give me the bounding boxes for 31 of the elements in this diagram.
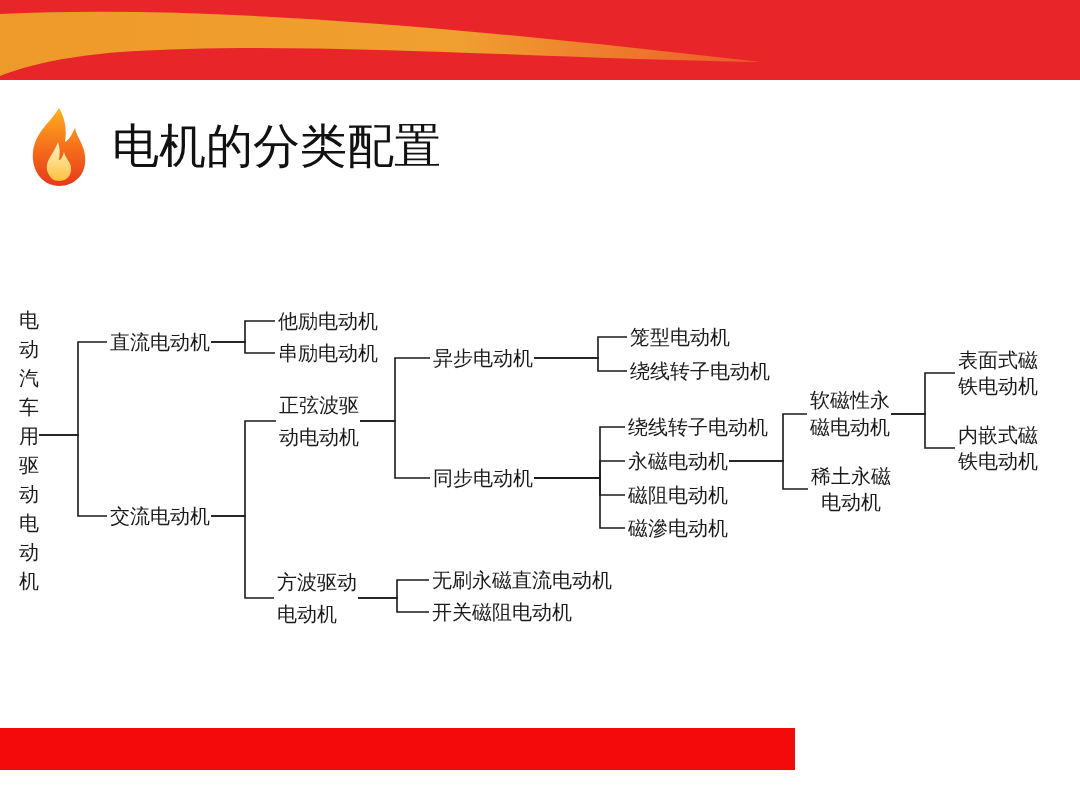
connector-line bbox=[728, 460, 809, 490]
category-label: 表面式磁铁电动机 bbox=[955, 347, 1039, 399]
category-label: 内嵌式磁铁电动机 bbox=[955, 422, 1039, 474]
category-label: 同步电动机 bbox=[430, 465, 534, 491]
category-label: 开关磁阻电动机 bbox=[429, 599, 573, 625]
connector-line bbox=[210, 515, 275, 599]
category-label: 异步电动机 bbox=[430, 345, 534, 371]
category-label: 磁滲电动机 bbox=[625, 515, 729, 541]
connector-line bbox=[357, 597, 430, 613]
category-label: 绕线转子电动机 bbox=[625, 414, 769, 440]
connector-line bbox=[533, 357, 628, 372]
root-category-label: 电动汽车用驱动电动机 bbox=[19, 306, 39, 596]
connector-line bbox=[210, 341, 276, 354]
category-label: 他励电动机 bbox=[275, 308, 379, 334]
category-label: 软磁性永磁电动机 bbox=[807, 387, 891, 441]
category-label: 稀土永磁电动机 bbox=[808, 463, 892, 515]
page-title: 电机的分类配置 bbox=[112, 118, 441, 175]
category-label: 交流电动机 bbox=[107, 503, 211, 529]
category-label: 磁阻电动机 bbox=[625, 482, 729, 508]
connector-line bbox=[533, 477, 626, 529]
category-label: 串励电动机 bbox=[275, 340, 379, 366]
connector-line bbox=[890, 413, 956, 449]
category-label: 笼型电动机 bbox=[627, 324, 731, 350]
category-label: 永磁电动机 bbox=[625, 448, 729, 474]
connector-line bbox=[359, 420, 431, 479]
category-label: 绕线转子电动机 bbox=[627, 358, 771, 384]
category-label: 方波驱动电动机 bbox=[274, 566, 358, 630]
category-label: 正弦波驱动电动机 bbox=[276, 389, 360, 453]
category-label: 直流电动机 bbox=[107, 329, 211, 355]
category-label: 无刷永磁直流电动机 bbox=[429, 567, 613, 593]
connector-line bbox=[38, 434, 108, 517]
